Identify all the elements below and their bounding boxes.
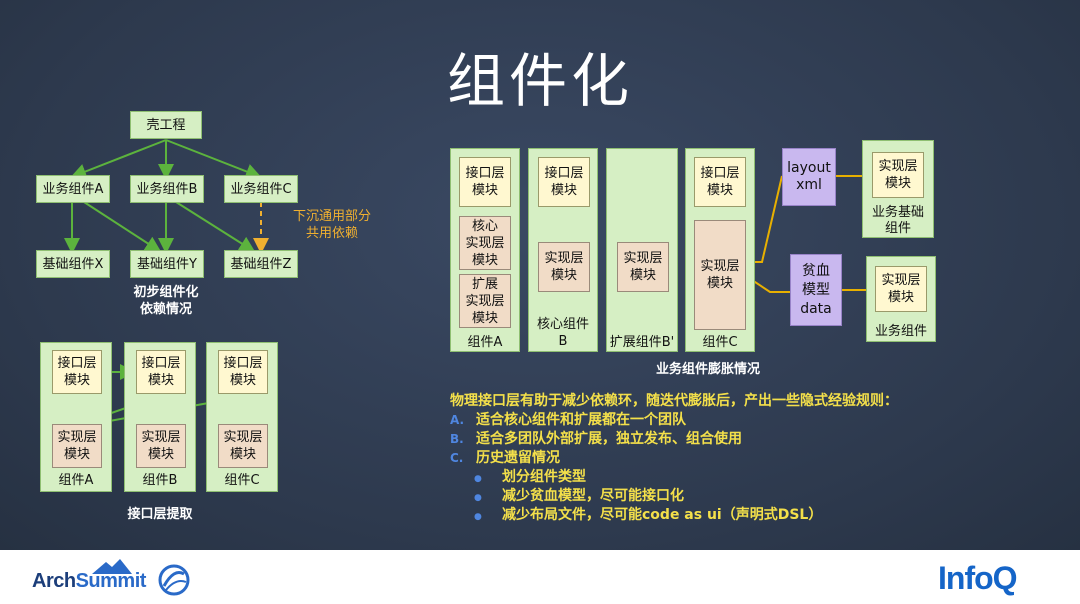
r-b-interface-box: 接口层模块 [538,157,590,207]
sink-common-note: 下沉通用部分 共用依赖 [284,208,380,242]
r-c-impl-box: 实现层模块 [694,220,746,330]
infoq-logo: InfoQ [938,560,1018,596]
business-component-a-box: 业务组件A [36,175,110,203]
anniversary-logo-icon [158,564,190,596]
bullet-icon: ● [474,493,482,503]
description-subitem-1: ●划分组件类型 [450,468,1010,487]
caption-line-2: 依赖情况 [139,302,192,317]
footer-bar: ArchSummit InfoQ [0,550,1080,604]
bl-b-interface-box: 接口层模块 [136,350,186,394]
description-subitem-2: ●减少贫血模型，尽可能接口化 [450,487,1010,506]
bl-b-impl-box: 实现层模块 [136,424,186,468]
description-item-b: B.适合多团队外部扩展，独立发布、组合使用 [450,431,742,447]
business-component-c-box: 业务组件C [224,175,298,203]
biz-base-label-2: 组件 [884,221,911,236]
description-item-c: C.历史遗留情况 [450,450,560,466]
bl-c-interface-box: 接口层模块 [218,350,268,394]
arrow-b-to-z [175,201,256,253]
bullet-icon: ● [474,474,482,484]
bullet-icon: ● [474,512,482,522]
base-component-y-box: 基础组件Y [130,250,204,278]
note-line-2: 共用依赖 [305,226,358,241]
bl-a-interface-box: 接口层模块 [52,350,102,394]
base-component-x-box: 基础组件X [36,250,110,278]
base-component-z-box: 基础组件Z [224,250,298,278]
r-a-core-impl-box: 核心实现层模块 [459,216,511,270]
bl-component-a-label: 组件A [58,473,94,488]
bl-component-c-label: 组件C [224,473,260,488]
r-core-b-label-2: B [558,334,568,349]
biz-base-label-1: 业务基础 [871,205,924,220]
business-component-b-box: 业务组件B [130,175,204,203]
r-component-c-label: 组件C [702,335,738,350]
r-a-ext-impl-box: 扩展实现层模块 [459,274,511,328]
arrow-root-to-business-c [165,139,262,180]
shell-project-box: 壳工程 [130,111,202,139]
initial-componentization-caption: 初步组件化 依赖情况 [106,284,226,318]
biz-impl-box: 实现层模块 [875,266,927,312]
description-item-a: A.适合核心组件和扩展都在一个团队 [450,412,686,428]
r-a-interface-box: 接口层模块 [459,157,511,207]
interface-extraction-caption: 接口层提取 [127,507,193,522]
r-b-impl-box: 实现层模块 [538,242,590,292]
r-core-b-label-1: 核心组件 [536,317,589,332]
bl-c-impl-box: 实现层模块 [218,424,268,468]
business-expansion-caption: 业务组件膨胀情况 [655,362,760,377]
caption-line-1: 初步组件化 [133,285,199,300]
description-subitem-3: ●减少布局文件，尽可能code as ui（声明式DSL） [450,506,1010,525]
note-line-1: 下沉通用部分 [292,209,371,224]
description-block: 物理接口层有助于减少依赖环，随迭代膨胀后，产出一些隐式经验规则： A.适合核心组… [450,392,1010,525]
bl-a-impl-box: 实现层模块 [52,424,102,468]
r-component-a-label: 组件A [467,335,503,350]
slide-background: 组件化 壳工程 业务组件A 业务组件B [0,0,1080,550]
r-ext-b2-label: 扩展组件B' [609,335,675,350]
description-heading: 物理接口层有助于减少依赖环，随迭代膨胀后，产出一些隐式经验规则： [450,393,898,409]
mountain-logo-icon [92,559,132,574]
arrow-root-to-business-a [70,139,167,180]
slide-title: 组件化 [446,47,633,115]
bl-component-b-label: 组件B [142,473,178,488]
r-c-interface-box: 接口层模块 [694,157,746,207]
biz-component-label: 业务组件 [874,324,927,339]
biz-base-impl-box: 实现层模块 [872,152,924,198]
archsummit-logo: ArchSummit [32,570,146,592]
r-b2-impl-box: 实现层模块 [617,242,669,292]
arrow-a-to-y [83,201,162,253]
